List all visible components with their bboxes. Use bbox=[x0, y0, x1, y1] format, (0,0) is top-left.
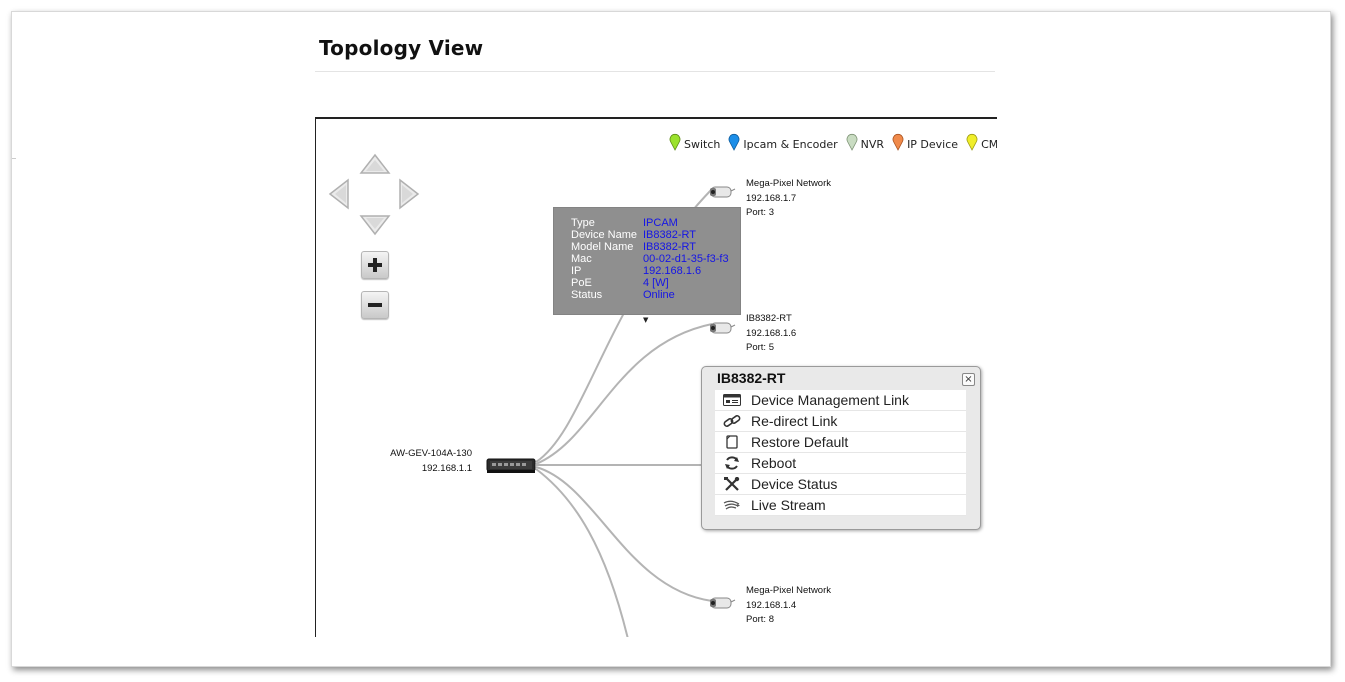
device-management-icon bbox=[715, 393, 749, 407]
context-menu-title: IB8382-RT bbox=[717, 370, 786, 386]
switch-pin-icon bbox=[669, 134, 681, 151]
tooltip-value: 192.168.1.6 bbox=[643, 265, 702, 277]
device-context-menu: IB8382-RT × Device Management Link Re-di… bbox=[701, 366, 981, 530]
menu-item-label: Restore Default bbox=[751, 434, 849, 450]
tooltip-value: IB8382-RT bbox=[643, 241, 696, 253]
device-ip: 192.168.1.4 bbox=[746, 599, 797, 611]
context-menu-list: Device Management Link Re-direct Link Re… bbox=[715, 390, 966, 516]
tooltip-value: 4 [W] bbox=[643, 277, 669, 289]
legend-switch: Switch bbox=[669, 133, 720, 151]
device-ip: 192.168.1.6 bbox=[746, 327, 797, 339]
tooltip-value: IB8382-RT bbox=[643, 229, 696, 241]
legend-label: Switch bbox=[684, 138, 721, 151]
device-port: Port: 8 bbox=[746, 614, 774, 625]
pan-left-button[interactable] bbox=[328, 178, 350, 210]
edge-tick bbox=[12, 158, 16, 159]
menu-item-restore-default[interactable]: Restore Default bbox=[715, 432, 966, 453]
menu-item-label: Reboot bbox=[751, 455, 797, 471]
switch-node-label: AW-GEV-104A-130 192.168.1.1 bbox=[366, 447, 472, 476]
menu-item-live-stream[interactable]: Live Stream bbox=[715, 495, 966, 516]
camera-node-label: Mega-Pixel Network 192.168.1.7 Port: 3 bbox=[746, 177, 831, 221]
legend-label: CMS bbox=[981, 138, 997, 151]
tooltip-key: Status bbox=[571, 289, 603, 301]
menu-item-label: Live Stream bbox=[751, 497, 826, 513]
camera-node-label: IB8382-RT 192.168.1.6 Port: 5 bbox=[746, 312, 796, 356]
camera-node-label: Mega-Pixel Network 192.168.1.4 Port: 8 bbox=[746, 584, 831, 628]
device-name: IB8382-RT bbox=[746, 313, 792, 324]
ipcam-pin-icon bbox=[728, 134, 740, 151]
tooltip-row: Mac 00-02-d1-35-f3-f3 bbox=[571, 253, 740, 265]
restore-icon bbox=[715, 435, 749, 449]
link-line bbox=[535, 468, 629, 637]
pan-down-button[interactable] bbox=[359, 214, 391, 236]
page-title: Topology View bbox=[319, 36, 484, 60]
menu-item-redirect-link[interactable]: Re-direct Link bbox=[715, 411, 966, 432]
device-ip: 192.168.1.7 bbox=[746, 192, 797, 204]
tooltip-row: Type IPCAM bbox=[571, 217, 740, 229]
menu-item-label: Re-direct Link bbox=[751, 413, 838, 429]
pan-right-button[interactable] bbox=[398, 178, 420, 210]
device-port: Port: 3 bbox=[746, 207, 774, 218]
menu-item-device-management-link[interactable]: Device Management Link bbox=[715, 390, 966, 411]
tooltip-key: Model Name bbox=[571, 241, 634, 253]
legend-label: IP Device bbox=[907, 138, 959, 151]
link-line bbox=[535, 323, 713, 465]
tooltip-row: PoE 4 [W] bbox=[571, 277, 740, 289]
legend-cms: CMS bbox=[966, 133, 997, 151]
legend-ipcam: Ipcam & Encoder bbox=[728, 133, 838, 151]
tooltip-key: PoE bbox=[571, 277, 592, 289]
menu-item-label: Device Status bbox=[751, 476, 838, 492]
reboot-icon bbox=[715, 456, 749, 470]
switch-name: AW-GEV-104A-130 bbox=[390, 448, 472, 459]
device-name: Mega-Pixel Network bbox=[746, 585, 831, 596]
legend-ip-device: IP Device bbox=[892, 133, 958, 151]
tools-icon bbox=[715, 477, 749, 491]
cms-pin-icon bbox=[966, 134, 978, 151]
tooltip-row: Model Name IB8382-RT bbox=[571, 241, 740, 253]
tooltip-value: IPCAM bbox=[643, 217, 678, 229]
device-legend: Switch Ipcam & Encoder NVR IP Device CMS bbox=[669, 133, 997, 151]
tooltip-pointer-icon: ▼ bbox=[643, 316, 649, 324]
switch-ip: 192.168.1.1 bbox=[421, 462, 472, 474]
menu-item-device-status[interactable]: Device Status bbox=[715, 474, 966, 495]
close-icon[interactable]: × bbox=[962, 373, 975, 386]
switch-icon[interactable] bbox=[486, 456, 536, 474]
device-name: Mega-Pixel Network bbox=[746, 178, 831, 189]
topology-canvas[interactable]: Switch Ipcam & Encoder NVR IP Device CMS bbox=[315, 117, 997, 637]
live-stream-icon bbox=[715, 498, 749, 512]
app-window: Topology View Switch Ipcam & Encoder NVR bbox=[11, 11, 1331, 667]
tooltip-key: Device Name bbox=[571, 229, 638, 241]
tooltip-row: IP 192.168.1.6 bbox=[571, 265, 740, 277]
pan-up-button[interactable] bbox=[359, 153, 391, 175]
ip-device-pin-icon bbox=[892, 134, 904, 151]
nvr-pin-icon bbox=[846, 134, 858, 151]
legend-nvr: NVR bbox=[846, 133, 884, 151]
legend-label: Ipcam & Encoder bbox=[743, 138, 838, 151]
camera-icon[interactable] bbox=[708, 321, 736, 335]
tooltip-key: Mac bbox=[571, 253, 592, 265]
menu-item-reboot[interactable]: Reboot bbox=[715, 453, 966, 474]
tooltip-row: Device Name IB8382-RT bbox=[571, 229, 740, 241]
zoom-in-button[interactable] bbox=[361, 251, 389, 279]
menu-item-label: Device Management Link bbox=[751, 392, 909, 408]
title-divider bbox=[315, 71, 995, 72]
camera-icon[interactable] bbox=[708, 185, 736, 199]
tooltip-value: Online bbox=[643, 289, 675, 301]
link-icon bbox=[715, 414, 749, 428]
tooltip-key: IP bbox=[571, 265, 582, 277]
link-line bbox=[535, 466, 713, 602]
zoom-out-button[interactable] bbox=[361, 291, 389, 319]
tooltip-value: 00-02-d1-35-f3-f3 bbox=[643, 253, 729, 265]
camera-icon[interactable] bbox=[708, 596, 736, 610]
legend-label: NVR bbox=[860, 138, 885, 151]
tooltip-row: Status Online bbox=[571, 289, 740, 301]
device-port: Port: 5 bbox=[746, 342, 774, 353]
tooltip-key: Type bbox=[571, 217, 595, 229]
